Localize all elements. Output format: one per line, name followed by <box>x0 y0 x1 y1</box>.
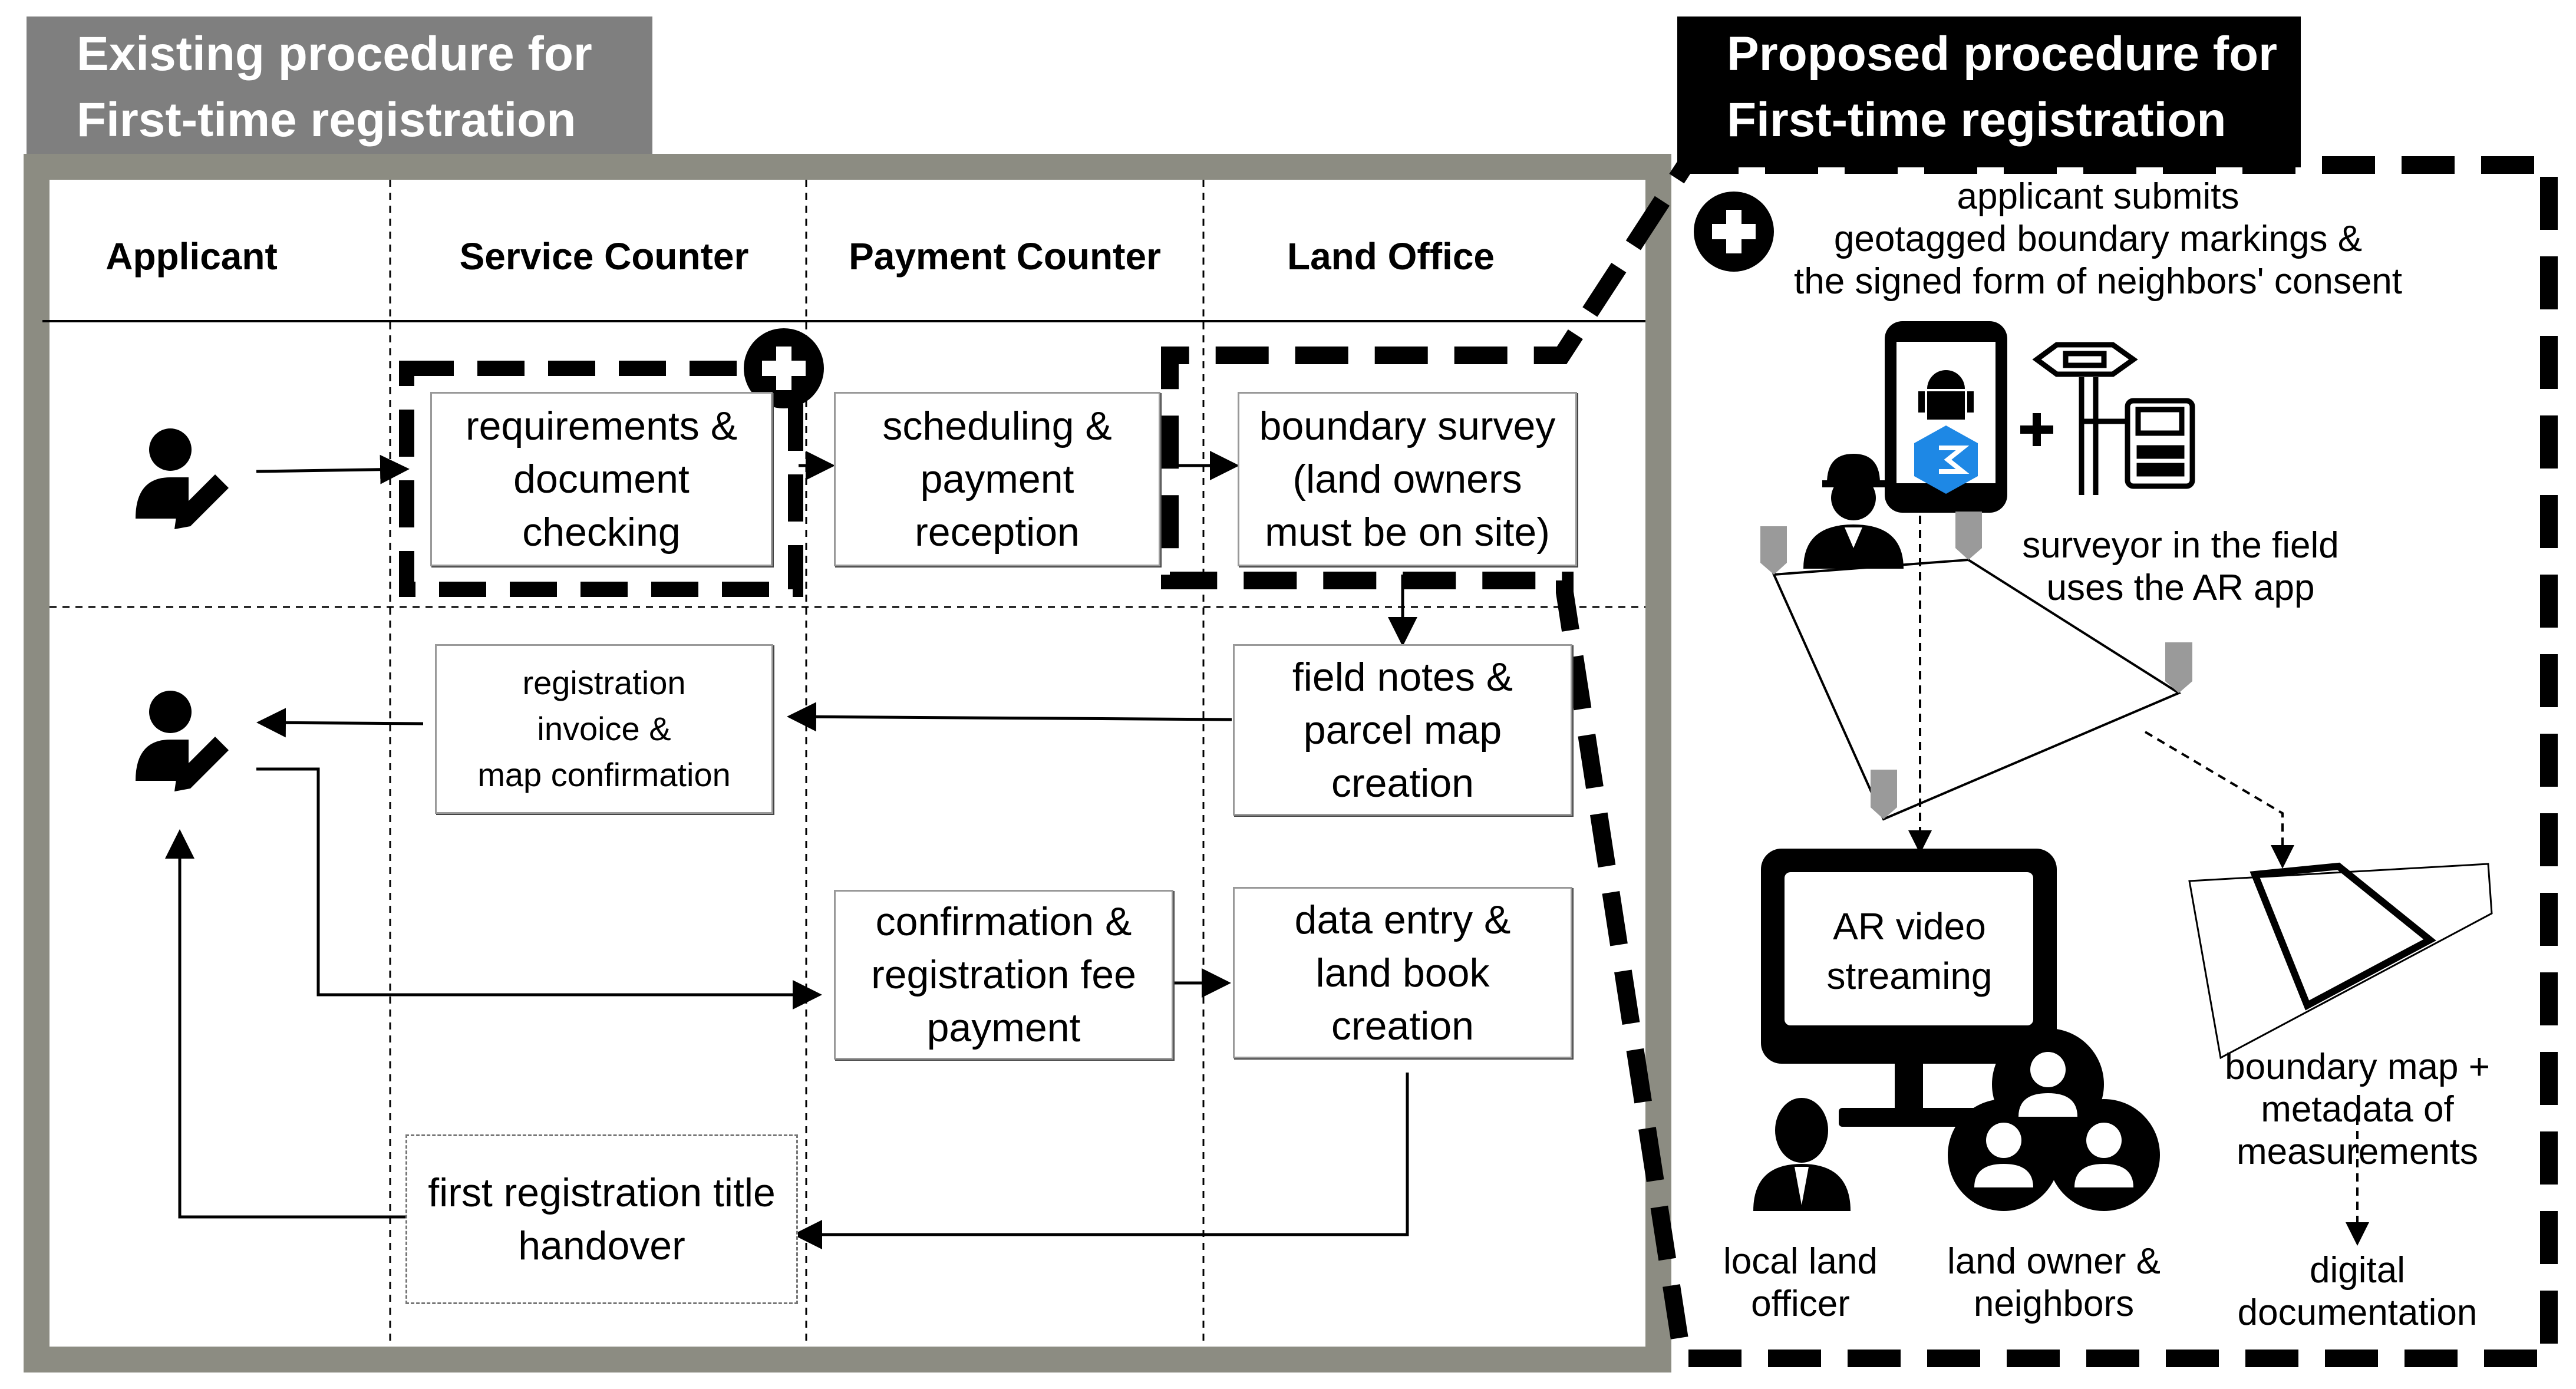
group-people-icon <box>1948 1028 2160 1211</box>
lane-applicant: Applicant <box>105 235 278 278</box>
digital-documentation-label: digital documentation <box>2237 1250 2478 1333</box>
lane-payment-counter: Payment Counter <box>849 235 1161 278</box>
flow-arrows <box>165 451 1417 1249</box>
owners-neighbors-label: land owner & neighbors <box>1947 1241 2161 1324</box>
applicant-edit-icon <box>136 691 229 791</box>
app-logo-icon <box>1914 425 1978 494</box>
surveyor-label: surveyor in the field uses the AR app <box>2022 525 2339 608</box>
boundary-map-sketch <box>2188 862 2493 1060</box>
submit-label: applicant submits geotagged boundary mar… <box>1793 176 2403 302</box>
requirements-highlight <box>399 361 803 597</box>
plus-icon <box>2020 413 2053 446</box>
boundary-marker-icon <box>1760 512 2192 819</box>
proposed-title: Proposed procedure for First-time regist… <box>1727 27 2278 147</box>
proposed-title-bg <box>1677 17 2301 167</box>
monitor-icon <box>1761 849 2057 1127</box>
gnss-receiver-icon <box>2032 342 2195 495</box>
android-icon <box>1918 370 1974 420</box>
smartphone-icon <box>1885 321 2007 513</box>
applicant-edit-icon <box>136 428 229 529</box>
local-officer-label: local land officer <box>1723 1241 1878 1324</box>
plus-circle-icon <box>744 328 824 408</box>
ar-video-label: AR video streaming <box>1826 905 1993 997</box>
existing-title: Existing procedure for First-time regist… <box>77 27 592 147</box>
lane-land-office: Land Office <box>1287 235 1495 278</box>
proposed-frame <box>1161 156 2558 1367</box>
plus-circle-icon <box>1694 192 1774 272</box>
lane-service-counter: Service Counter <box>459 235 749 278</box>
proposed-flow-arrows <box>1908 516 2369 1246</box>
surveyor-helmet-icon <box>1803 454 1904 569</box>
existing-frame <box>24 154 1671 1372</box>
boundary-map-label: boundary map + metadata of measurements <box>2225 1047 2490 1172</box>
officer-icon <box>1753 1098 1851 1211</box>
existing-title-bg <box>27 17 652 167</box>
